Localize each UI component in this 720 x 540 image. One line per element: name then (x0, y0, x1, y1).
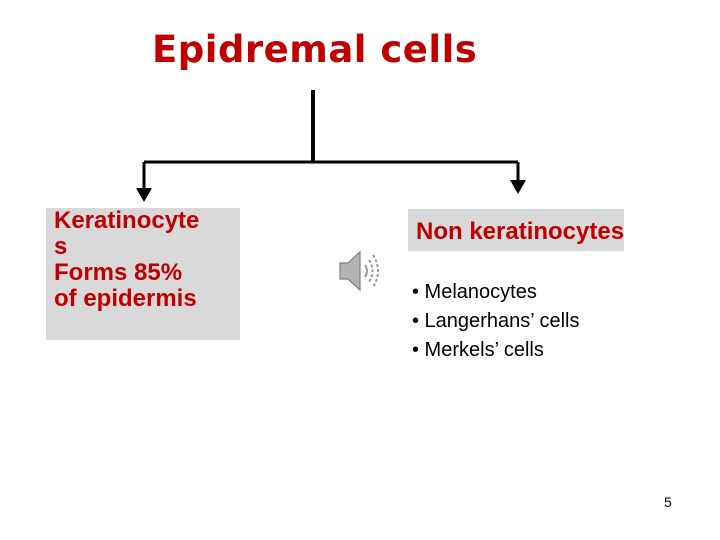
list-item: • Merkels’ cells (412, 339, 544, 361)
speaker-icon[interactable] (334, 246, 388, 296)
keratinocytes-line-4: of epidermis (54, 285, 197, 312)
list-item: • Melanocytes (412, 281, 537, 303)
keratinocytes-line-2: s (54, 233, 68, 260)
page-number: 5 (664, 494, 672, 510)
right-arrowhead-icon (510, 180, 526, 194)
keratinocytes-text: Keratinocyte s Forms 85% of epidermis (54, 208, 239, 312)
keratinocytes-line-3: Forms 85% (54, 259, 183, 286)
non-keratinocytes-box (408, 209, 624, 251)
non-keratinocytes-heading: Non keratinocytes (416, 218, 625, 245)
left-arrowhead-icon (136, 188, 152, 202)
keratinocytes-box (46, 208, 240, 340)
slide-title: Epidremal cells (152, 28, 478, 71)
non-keratinocytes-list: • Melanocytes • Langerhans’ cells • Merk… (412, 278, 579, 365)
keratinocytes-line-1: Keratinocyte (54, 207, 200, 234)
list-item: • Langerhans’ cells (412, 310, 580, 332)
